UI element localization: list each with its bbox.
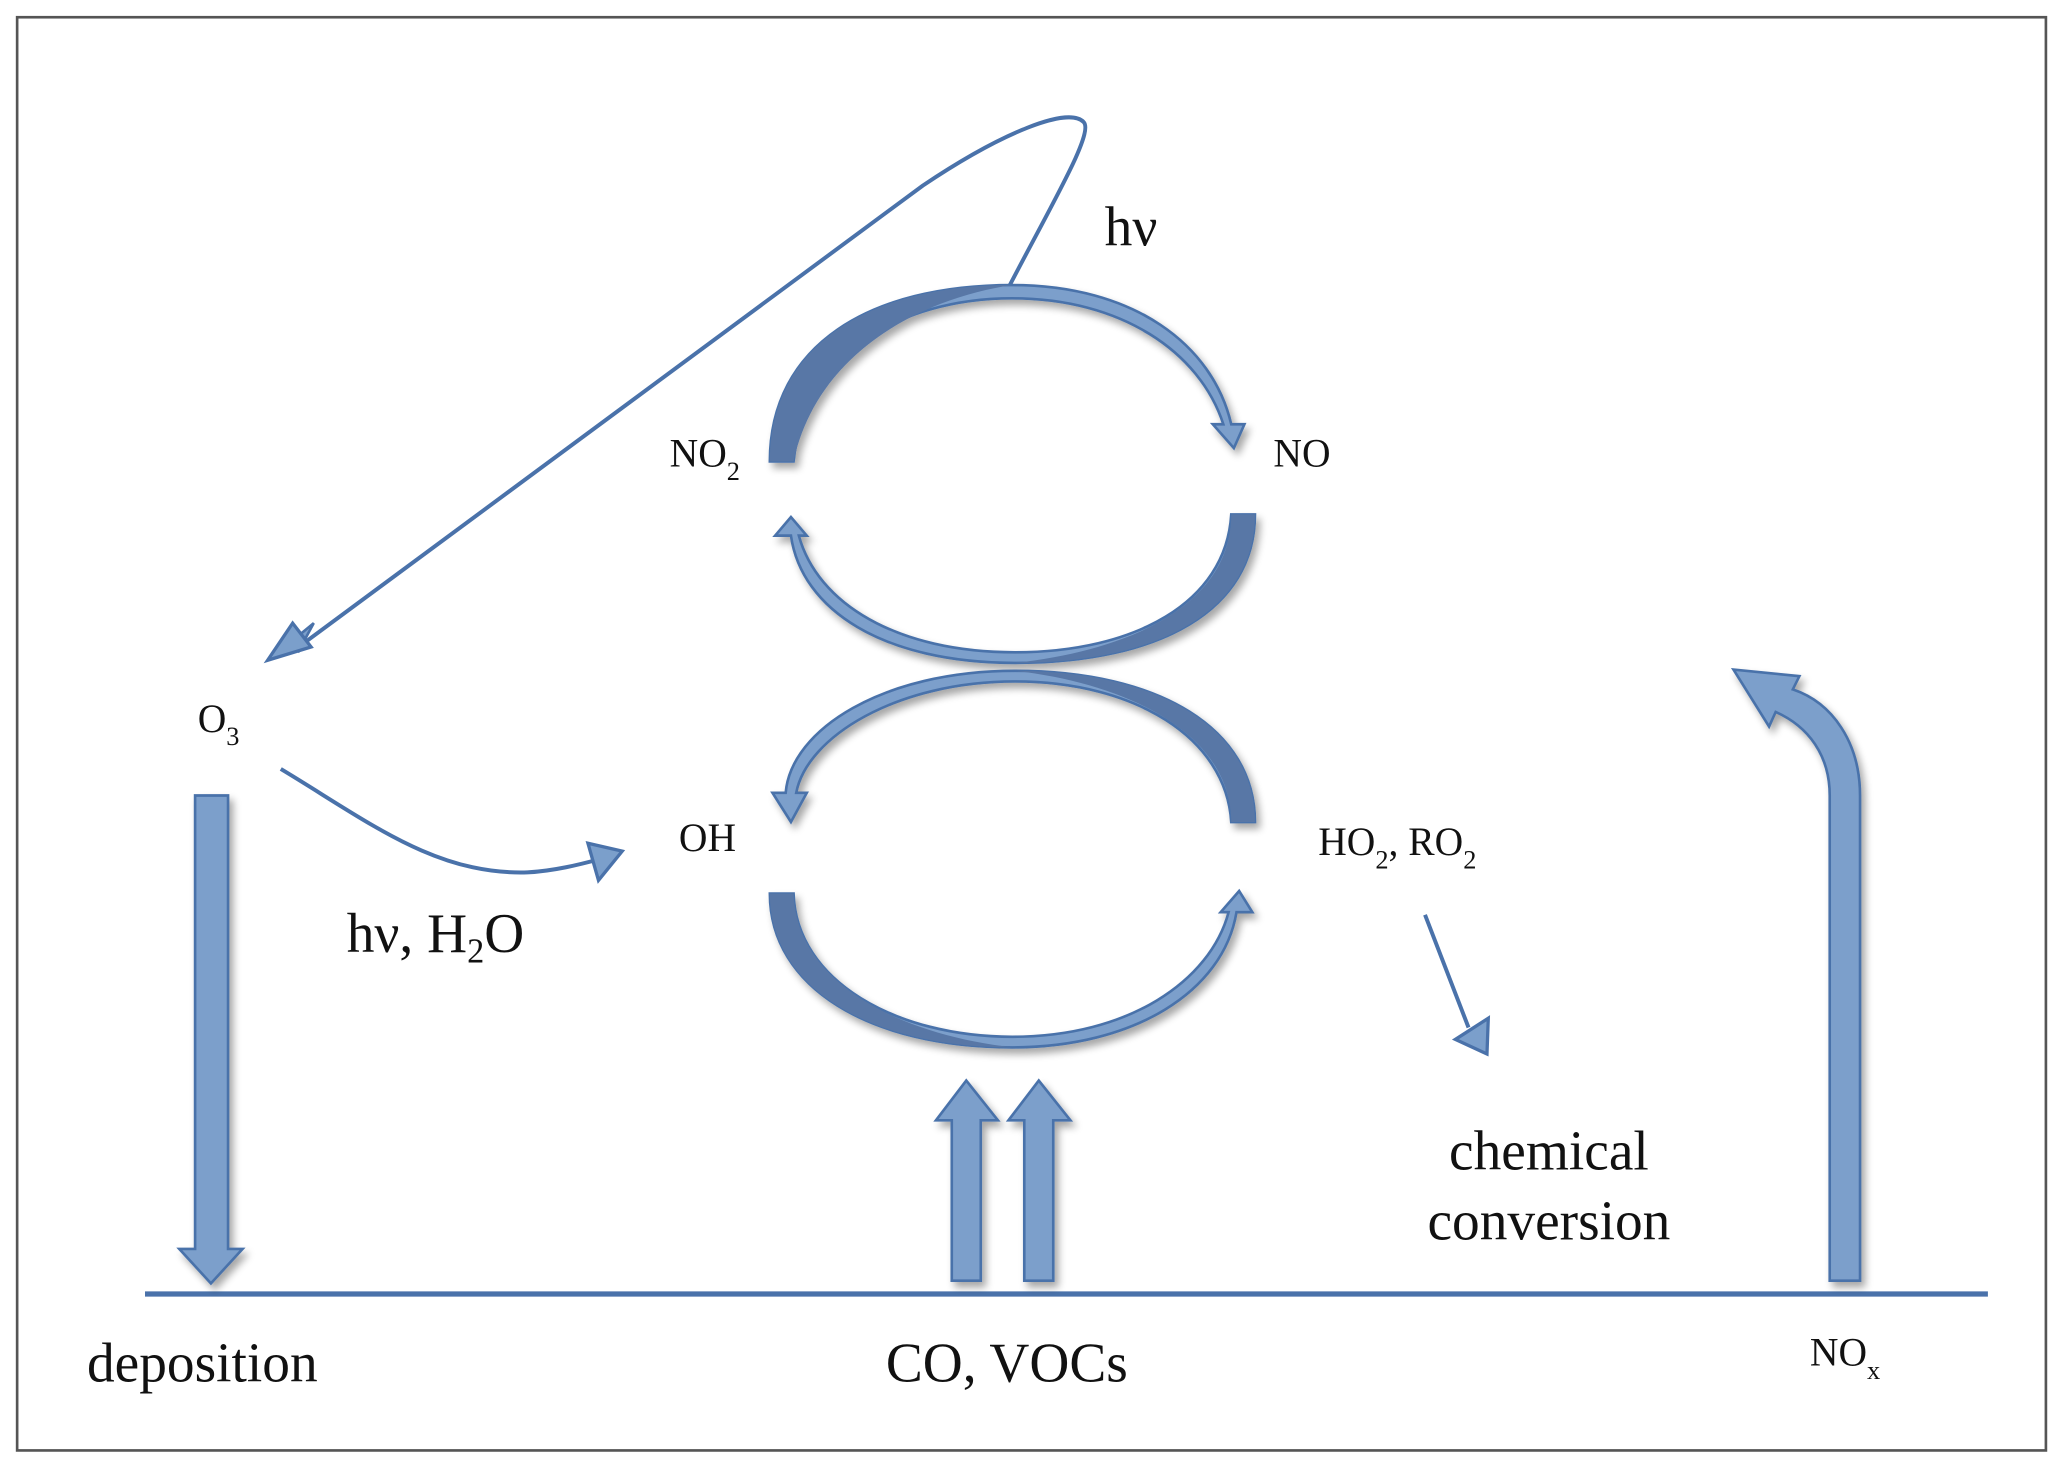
label-no2: NO2 (670, 432, 740, 486)
arc-no-to-no2 (772, 513, 1257, 665)
label-hv-h2o: hν, H2O (347, 904, 524, 971)
photolysis-arrow-to-o3 (263, 115, 1088, 664)
label-co-vocs: CO, VOCs (886, 1333, 1128, 1394)
label-chemical: chemical (1449, 1121, 1649, 1182)
label-oh: OH (679, 816, 736, 860)
deposition-arrow (176, 794, 246, 1286)
label-deposition: deposition (87, 1333, 318, 1394)
label-o3: O3 (198, 697, 240, 751)
ho2-to-conversion-arrow (1423, 914, 1491, 1057)
arc-oh-to-ho2 (768, 888, 1255, 1049)
arc-no2-to-no (768, 283, 1247, 463)
nox-emission-arrow (1730, 667, 1862, 1283)
arc-ho2-to-oh (770, 669, 1257, 825)
o3-to-oh-arrow (279, 767, 626, 884)
label-hv-photolysis: hν (1105, 197, 1158, 258)
label-no: NO (1273, 432, 1330, 476)
label-nox: NOx (1810, 1330, 1880, 1384)
label-conversion: conversion (1427, 1191, 1670, 1252)
figure-frame (15, 15, 2048, 1452)
co-voc-emission-arrows (933, 1078, 1074, 1283)
label-ho2-ro2: HO2, RO2 (1318, 820, 1476, 874)
